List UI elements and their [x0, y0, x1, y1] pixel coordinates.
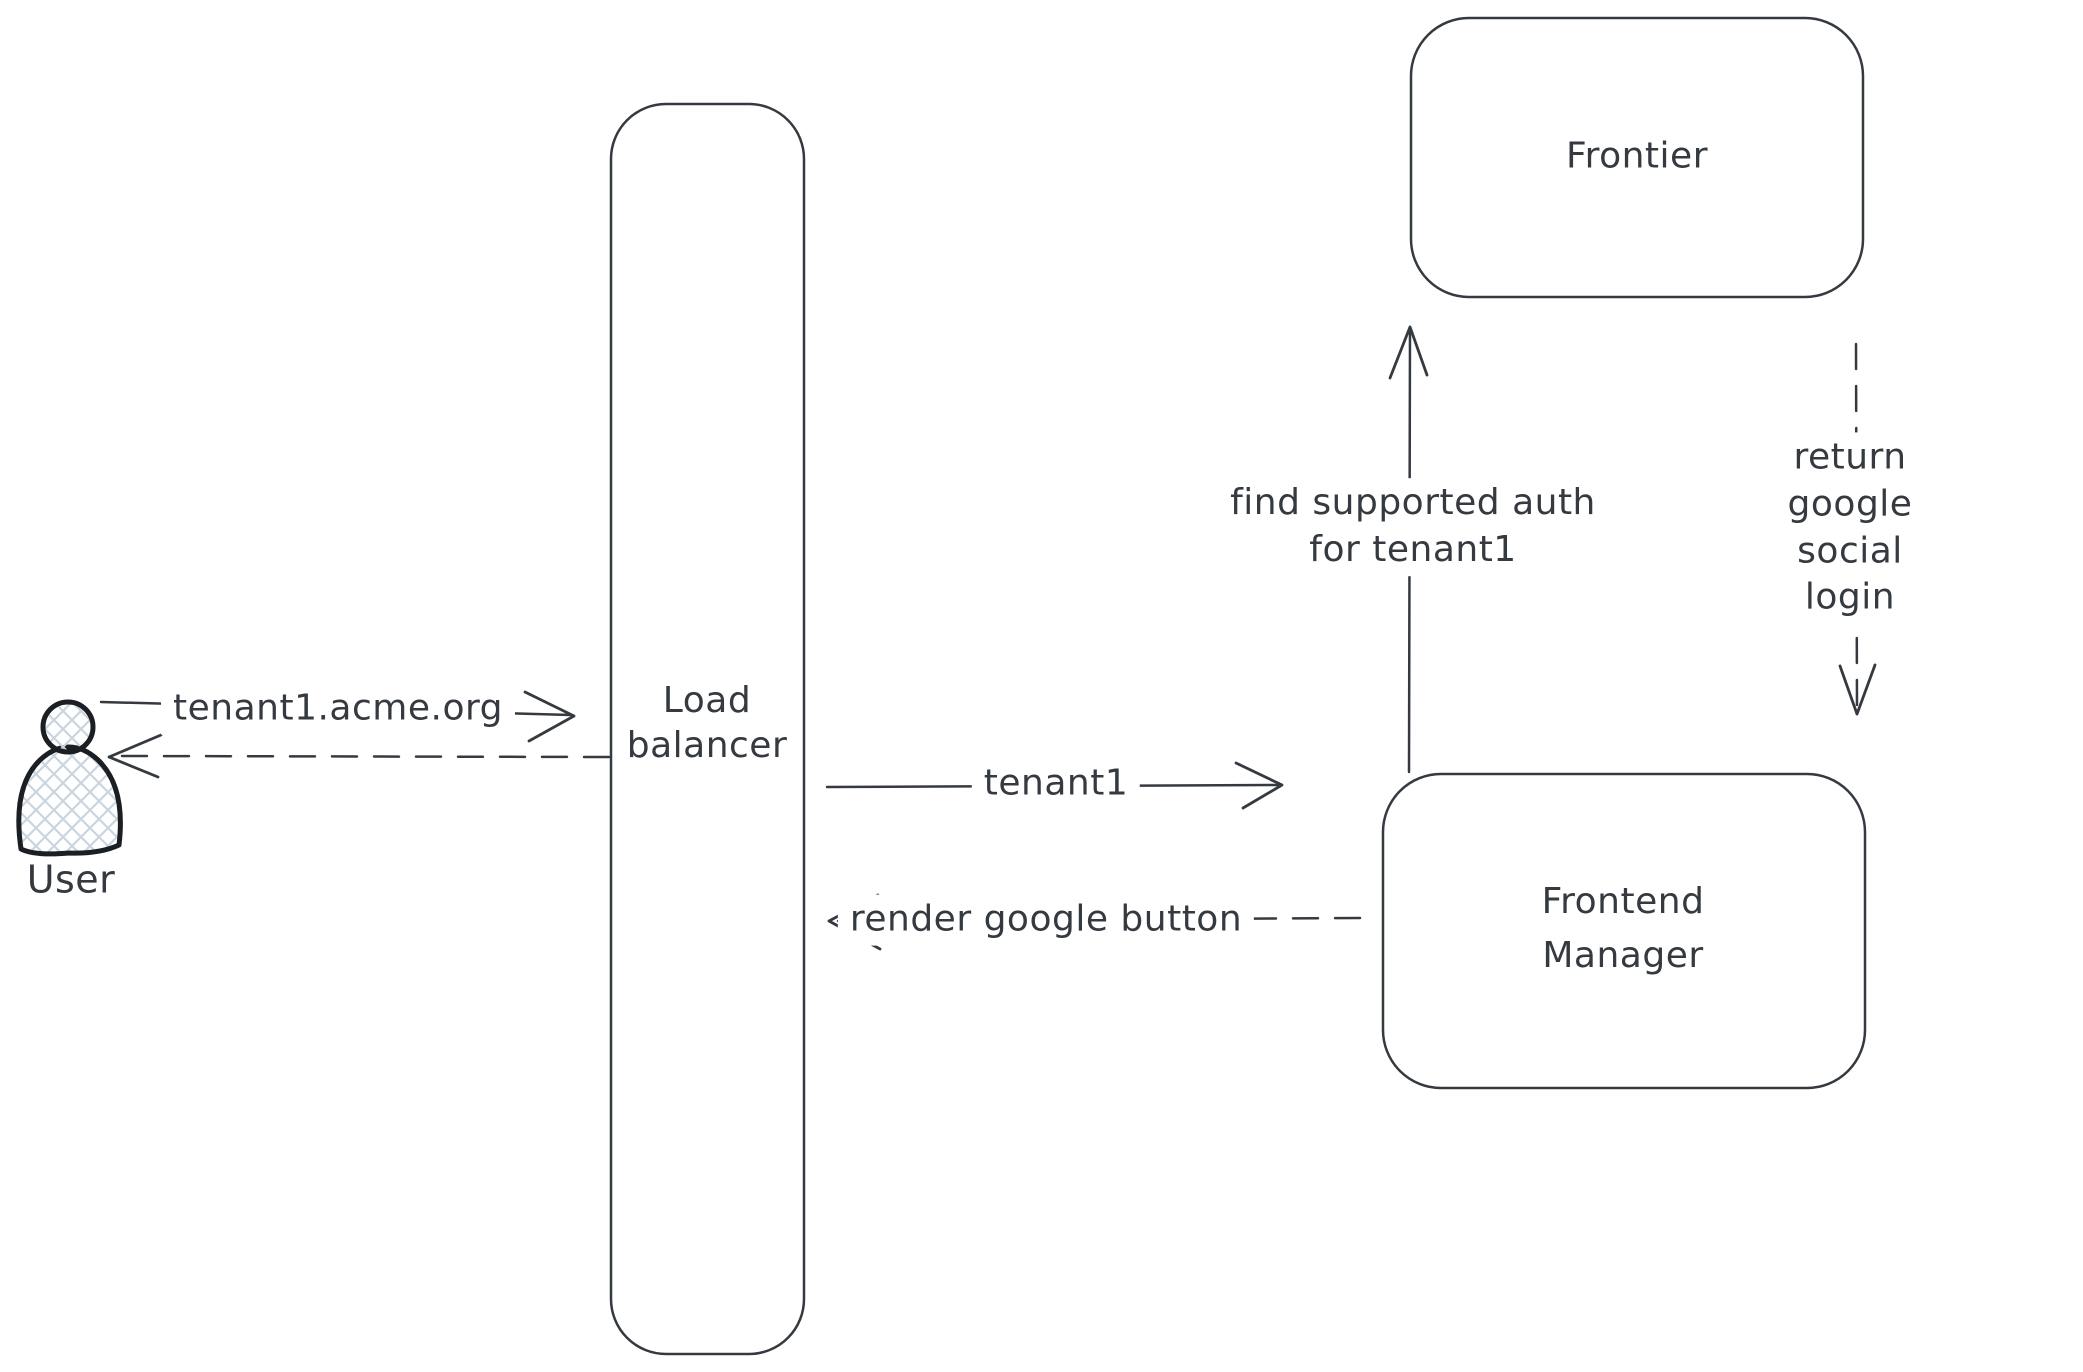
user-head — [40, 699, 96, 755]
edge-label-tenant1: tenant1 — [971, 758, 1141, 810]
user-body — [16, 744, 123, 857]
frontend-manager-node — [1381, 772, 1867, 1090]
load-balancer-node — [609, 102, 806, 1356]
user-label: User — [26, 857, 116, 902]
arrow-load-balancer-to-user — [107, 733, 611, 779]
frontend-manager-label: Frontend Manager — [1541, 881, 1705, 976]
frontier-node — [1409, 16, 1865, 299]
load-balancer-label: Load balancer — [626, 680, 788, 766]
edge-label-tenant1-acme-org: tenant1.acme.org — [161, 683, 515, 735]
edge-label-return-google-social-login: return google social login — [1733, 432, 1967, 624]
frontier-label: Frontier — [1565, 135, 1709, 177]
edge-label-find-supported-auth: find supported auth for tenant1 — [1218, 478, 1608, 576]
user-icon — [16, 699, 123, 857]
edge-label-render-google-button: render google button — [837, 894, 1255, 946]
